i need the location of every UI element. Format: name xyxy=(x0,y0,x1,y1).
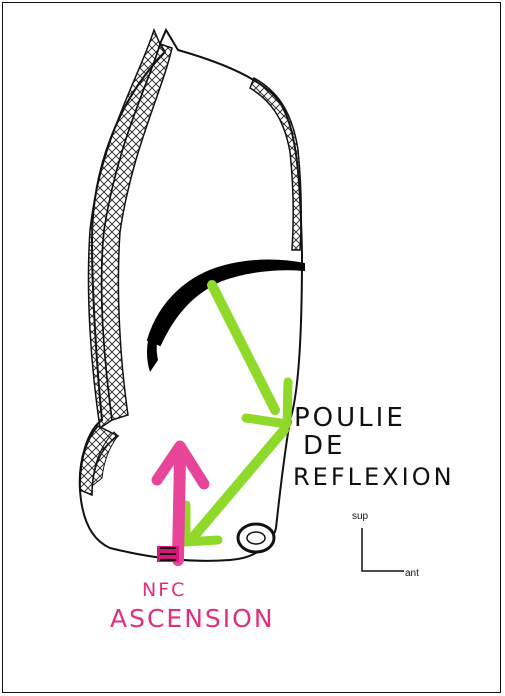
label-ascension: ASCENSION xyxy=(110,606,275,631)
label-nfc: NFC xyxy=(142,581,186,600)
label-de: DE xyxy=(303,433,345,459)
orientation-axis xyxy=(362,528,404,571)
axis-label-ant: ant xyxy=(405,569,419,579)
pink-arrow-shaft xyxy=(178,458,180,560)
axis-label-sup: sup xyxy=(352,512,368,522)
label-reflexion: REFLEXION xyxy=(293,465,455,489)
label-poulie: POULIE xyxy=(294,405,406,431)
bottom-pad xyxy=(238,524,274,552)
